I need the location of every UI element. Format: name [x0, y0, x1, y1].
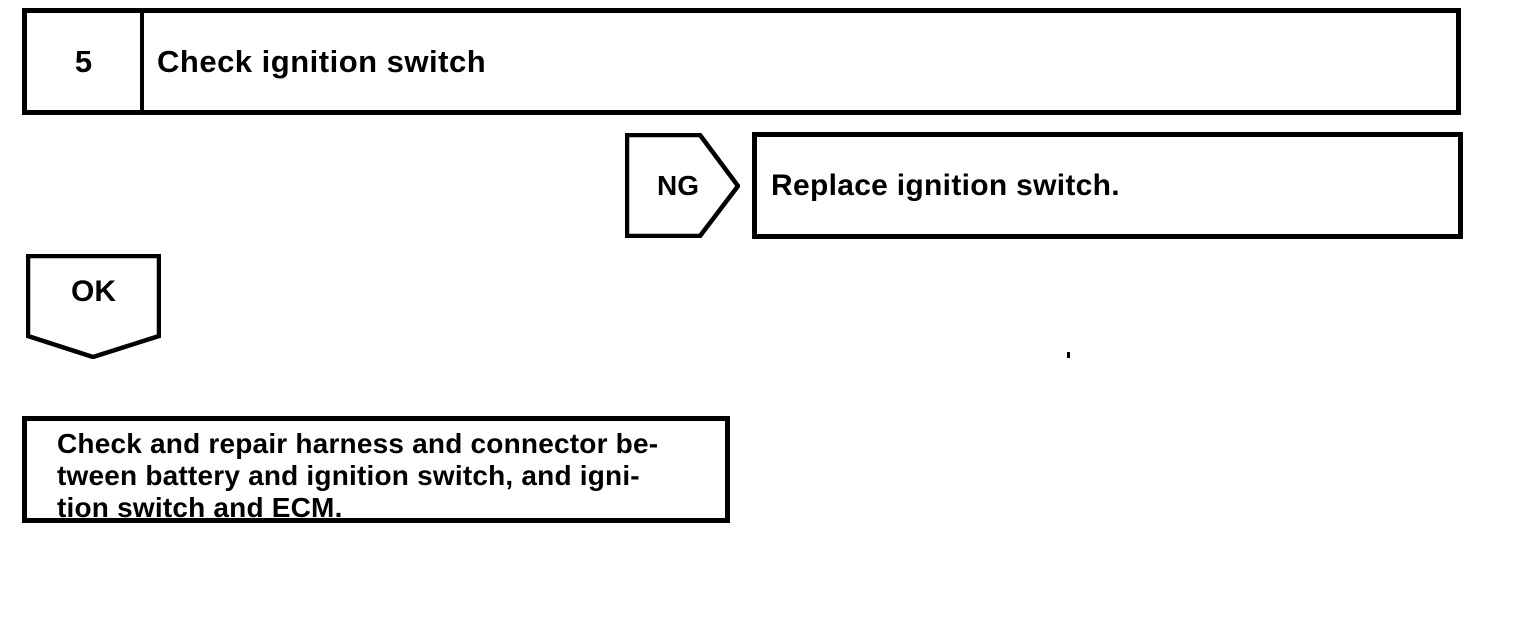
ng-pentagon-icon	[625, 133, 740, 238]
ok-connector: OK	[26, 254, 161, 359]
ok-action-box: Check and repair harness and connector b…	[22, 416, 730, 523]
ng-connector: NG	[625, 133, 740, 238]
ok-pentagon-icon	[26, 254, 161, 359]
ok-action-line: Check and repair harness and connector b…	[57, 428, 659, 459]
step-title: Check ignition switch	[157, 43, 487, 79]
step-number: 5	[27, 13, 144, 110]
step-box: 5 Check ignition switch	[22, 8, 1461, 115]
ok-label: OK	[71, 275, 116, 308]
scan-speck	[1067, 352, 1070, 358]
ng-label: NG	[657, 169, 699, 201]
ng-action-box: Replace ignition switch.	[752, 132, 1463, 239]
ok-action-line: tion switch and ECM.	[57, 492, 343, 523]
ok-action-line: tween battery and ignition switch, and i…	[57, 460, 640, 491]
